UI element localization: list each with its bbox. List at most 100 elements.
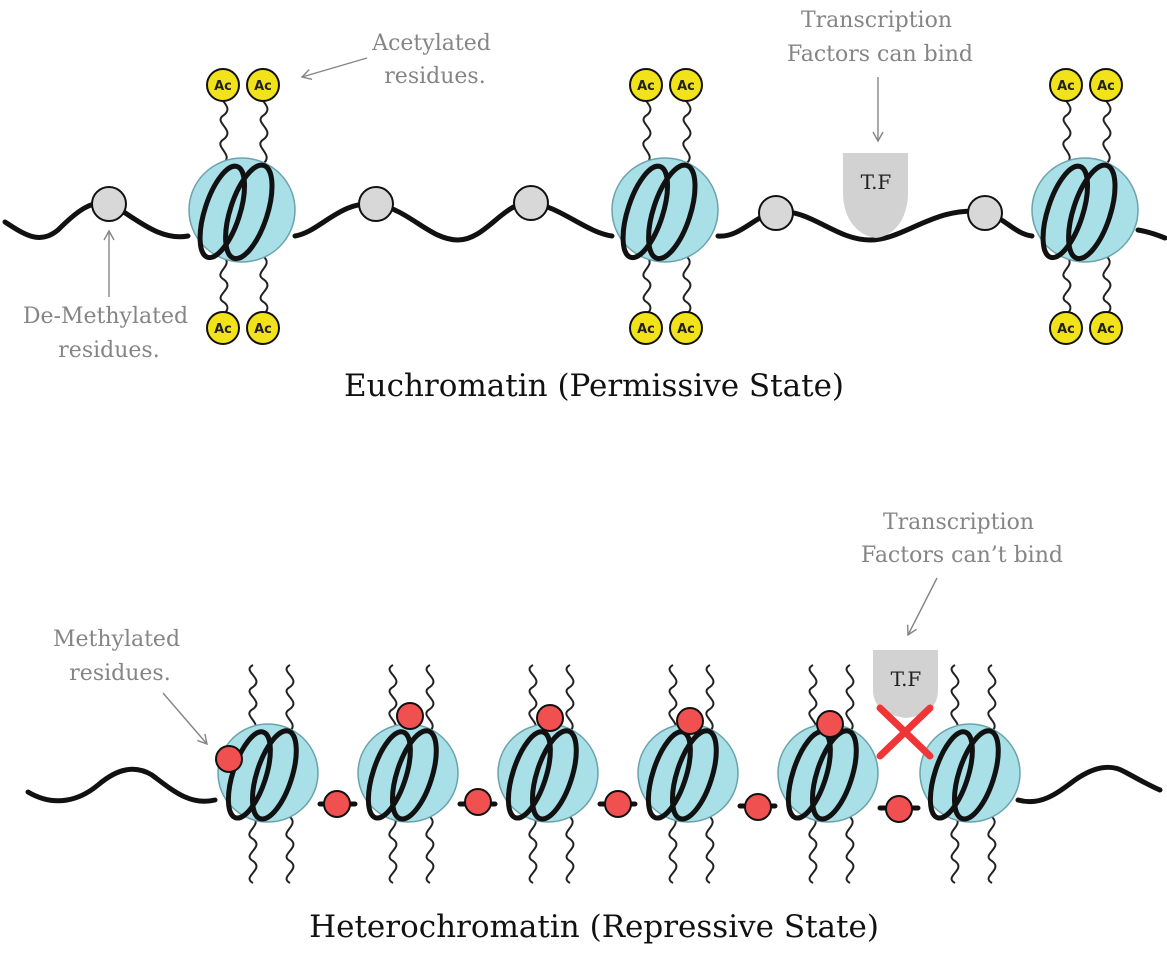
histone-tail: [219, 90, 229, 164]
het-nucleosome-group: [919, 664, 1021, 884]
het-nucleosome: [919, 723, 1021, 823]
acetyl-group-icon: Ac: [669, 68, 703, 102]
histone-tail: [565, 816, 575, 884]
methylated-residue: [676, 707, 704, 735]
histone-tail: [425, 816, 435, 884]
eu-nucleosome: [188, 157, 296, 263]
het-nucleosome: [357, 723, 459, 823]
histone-tail: [425, 664, 435, 732]
eu-nucleosome: [611, 157, 719, 263]
het-tf-note: Transcription Factors can’t bind: [861, 510, 1063, 568]
methylated-residue: [604, 790, 632, 818]
histone-tail: [388, 816, 398, 884]
acetyl-group-icon: Ac: [1049, 68, 1083, 102]
het-nucleosome: [217, 723, 319, 823]
svg-text:Ac: Ac: [254, 79, 272, 94]
blocked-cross-icon: [876, 704, 934, 760]
histone-tail: [642, 90, 652, 164]
svg-text:Ac: Ac: [637, 322, 655, 337]
histone-tail: [950, 664, 960, 732]
histone-tail: [705, 664, 715, 732]
acetyl-group-icon: Ac: [1049, 311, 1083, 345]
methylated-residue: [396, 702, 424, 730]
histone-tail: [987, 816, 997, 884]
het-nucleosome-group: [217, 664, 319, 884]
methylated-residue: [816, 710, 844, 738]
svg-text:Ac: Ac: [677, 79, 695, 94]
eu-caption: Euchromatin (Permissive State): [344, 368, 844, 404]
svg-text:Ac: Ac: [214, 79, 232, 94]
histone-tail: [248, 664, 258, 732]
methylated-residue: [215, 745, 243, 773]
svg-text:Ac: Ac: [1097, 322, 1115, 337]
svg-text:Ac: Ac: [1057, 322, 1075, 337]
svg-text:Ac: Ac: [637, 79, 655, 94]
methylated-residue: [536, 704, 564, 732]
histone-tail: [668, 816, 678, 884]
histone-tail: [528, 816, 538, 884]
het-nucleosome-group: [637, 664, 739, 884]
het-tf-block: [873, 650, 938, 718]
histone-tail: [682, 90, 692, 164]
eu-acetylated-note: Acetylated residues.: [371, 31, 498, 89]
eu-nucleosome: [1031, 157, 1139, 263]
histone-tail: [528, 664, 538, 732]
histone-tail: [285, 664, 295, 732]
demethylated-residue: [758, 195, 794, 231]
acetyl-group-icon: Ac: [206, 68, 240, 102]
histone-tail: [248, 816, 258, 884]
het-methylated-note: Methylated residues.: [53, 627, 187, 686]
eu-tf-note: Transcription Factors can bind: [787, 8, 973, 67]
histone-tail: [705, 816, 715, 884]
histone-tail: [565, 664, 575, 732]
het-nucleosome-group: [777, 664, 879, 884]
methylated-residue: [744, 793, 772, 821]
histone-tail: [668, 664, 678, 732]
het-tf-arrow: [906, 577, 938, 637]
heterochromatin-panel: T.F Methylated residues. Transcription F…: [25, 510, 1163, 945]
histone-tail: [950, 816, 960, 884]
het-nucleosome-group: [497, 664, 599, 884]
eu-acetylated-arrow: [300, 57, 368, 80]
acetyl-group-icon: Ac: [246, 68, 280, 102]
demethylated-residue: [358, 186, 394, 222]
het-nucleosome: [777, 723, 879, 823]
svg-text:Ac: Ac: [254, 322, 272, 337]
eu-tf-label: T.F: [861, 170, 892, 194]
demethylated-residue: [91, 186, 127, 222]
acetyl-group-icon: Ac: [246, 311, 280, 345]
histone-tail: [259, 90, 269, 164]
svg-text:Ac: Ac: [677, 322, 695, 337]
acetyl-group-icon: Ac: [206, 311, 240, 345]
histone-tail: [845, 664, 855, 732]
acetyl-group-icon: Ac: [669, 311, 703, 345]
acetyl-group-icon: Ac: [629, 311, 663, 345]
svg-text:Ac: Ac: [1097, 79, 1115, 94]
eu-dna-strand: [2, 200, 1167, 243]
het-nucleosome: [497, 723, 599, 823]
histone-tail: [388, 664, 398, 732]
het-nucleosome-group: [357, 664, 459, 884]
het-tf-label: T.F: [891, 667, 922, 691]
methylated-residue: [885, 795, 913, 823]
histone-tail: [808, 816, 818, 884]
acetyl-group-icon: Ac: [1089, 68, 1123, 102]
het-caption: Heterochromatin (Repressive State): [309, 909, 879, 945]
demethylated-residue: [513, 185, 549, 221]
histone-tail: [987, 664, 997, 732]
histone-tail: [1102, 90, 1112, 164]
eu-tf-block: [843, 153, 908, 238]
svg-text:Ac: Ac: [214, 322, 232, 337]
acetyl-group-icon: Ac: [1089, 311, 1123, 345]
methylated-residue: [323, 790, 351, 818]
het-nucleosome: [637, 723, 739, 823]
acetyl-group-icon: Ac: [629, 68, 663, 102]
het-dna-strand: [25, 764, 1163, 805]
histone-tail: [285, 816, 295, 884]
het-methylated-arrow: [162, 692, 208, 746]
methylated-residue: [464, 788, 492, 816]
histone-tail: [845, 816, 855, 884]
